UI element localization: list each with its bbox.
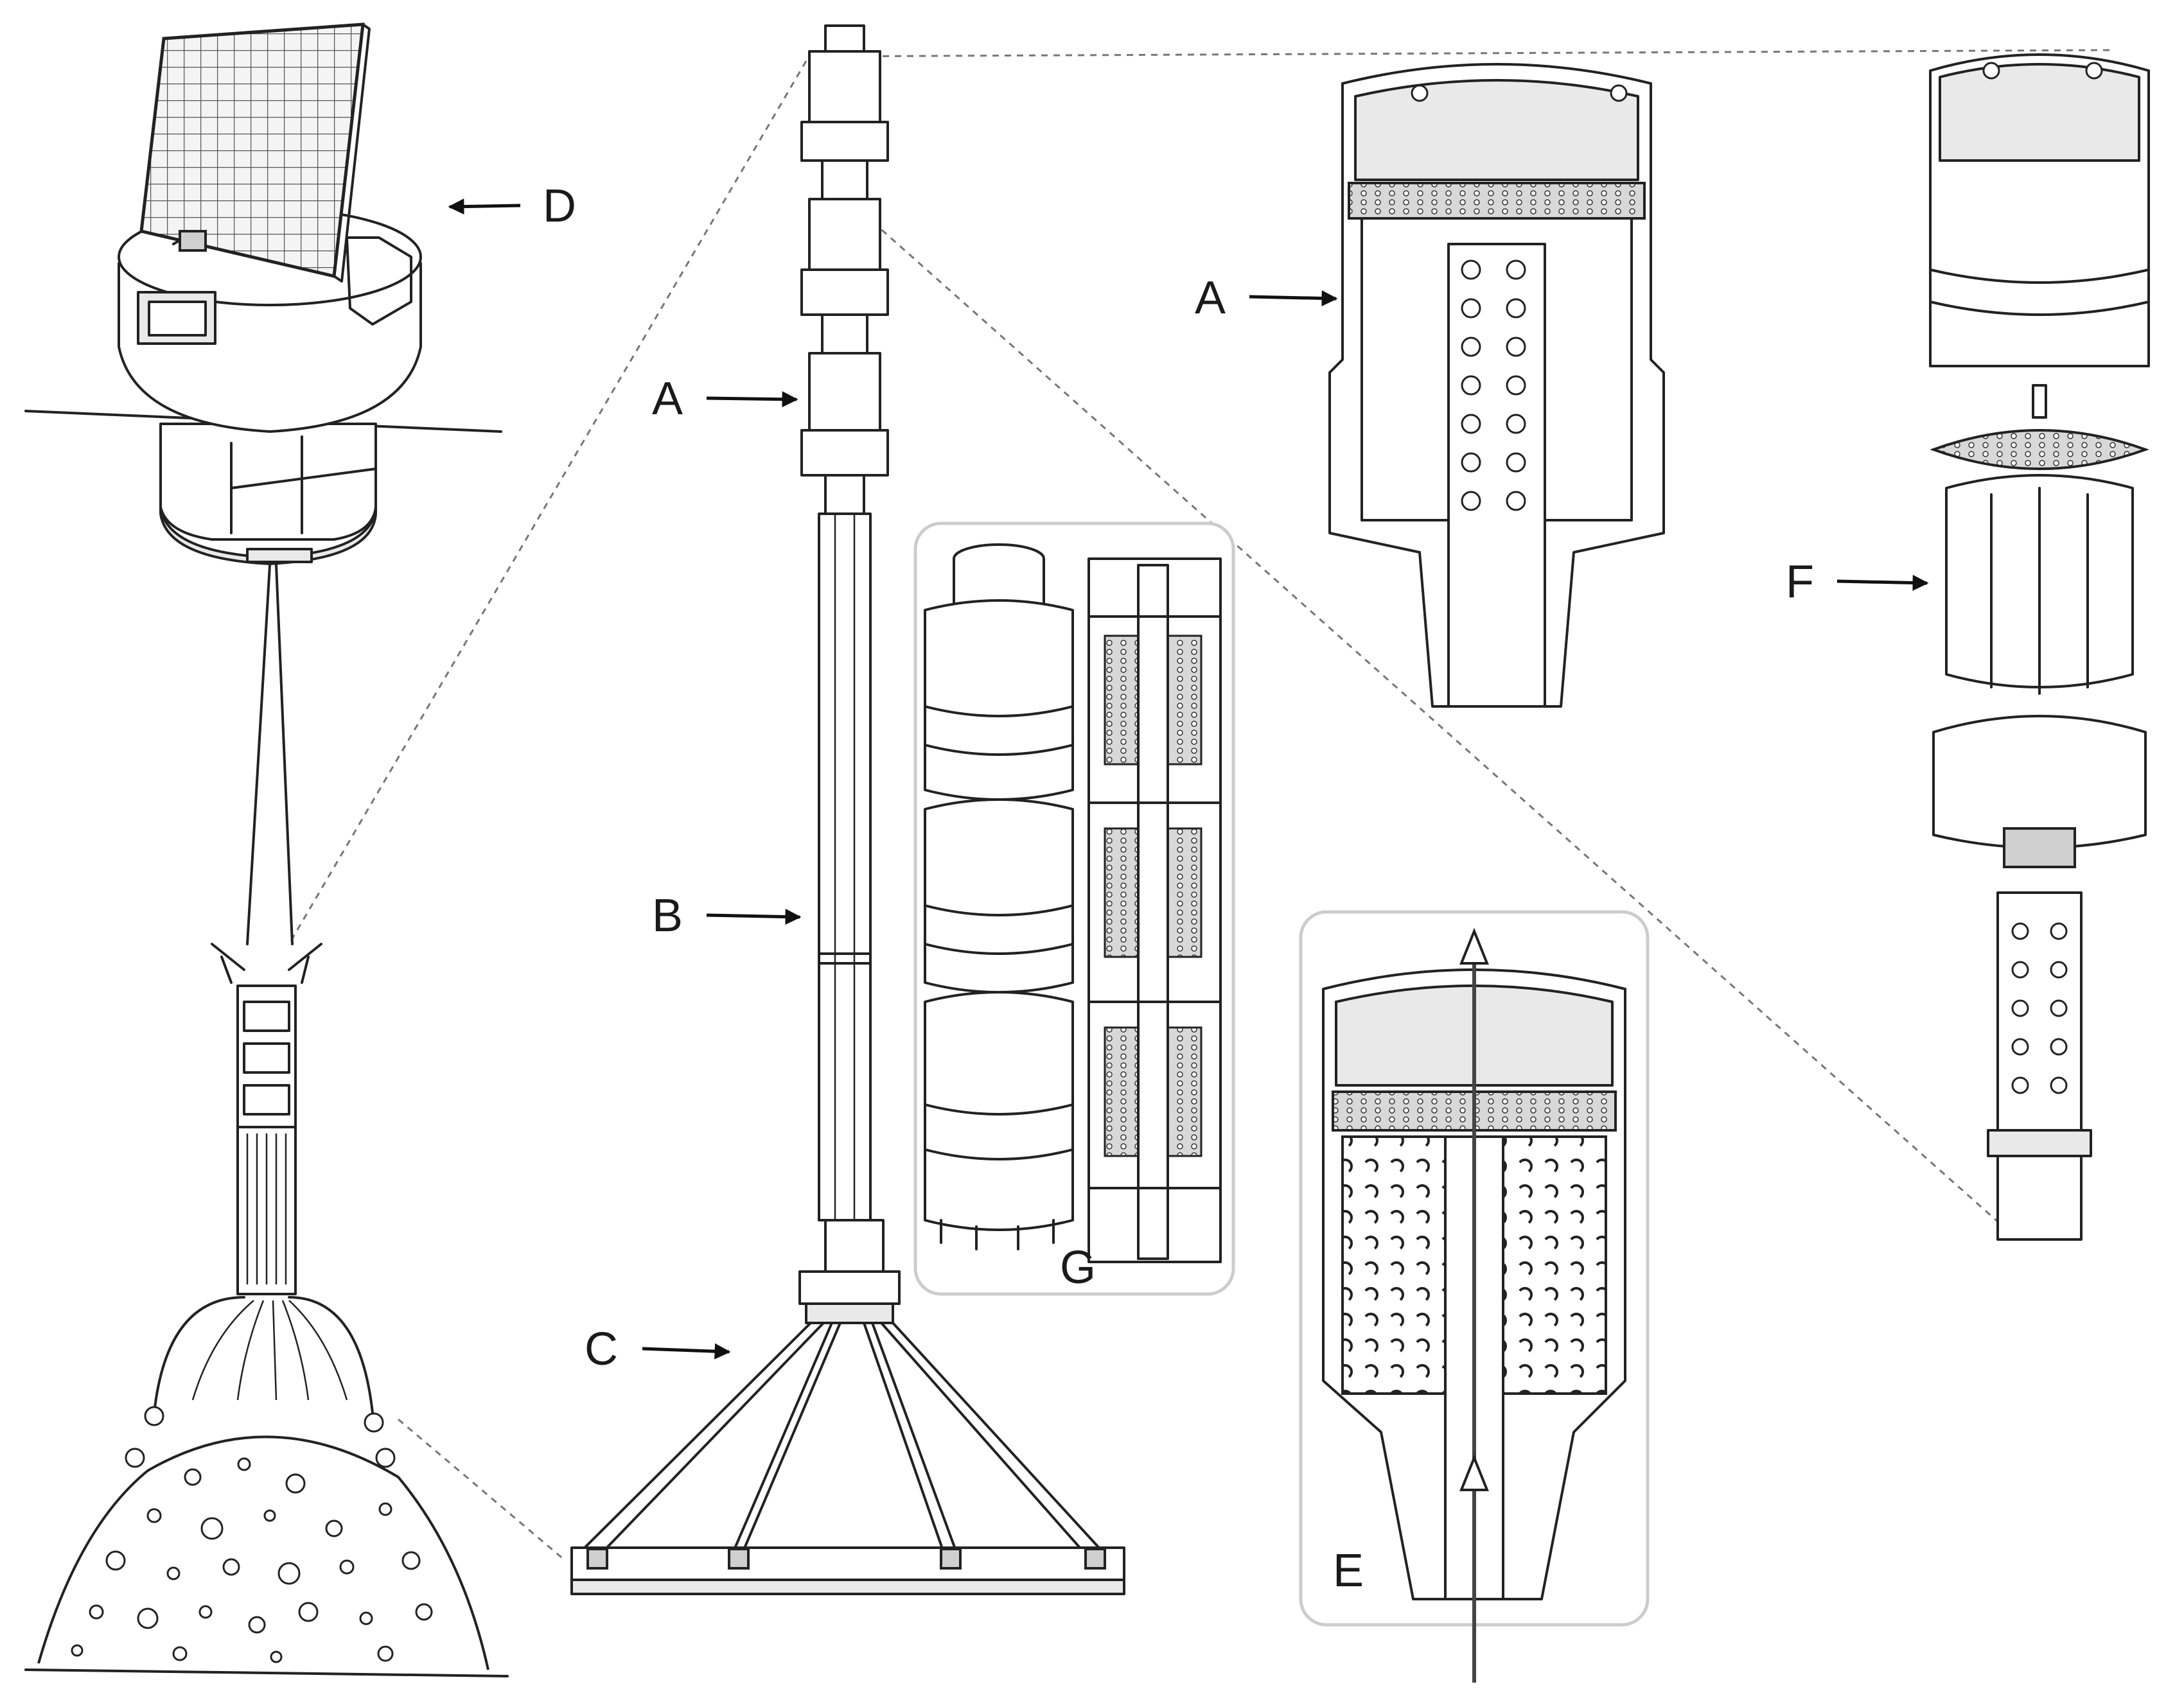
label-d: D (543, 180, 576, 232)
projection-guides (288, 49, 2114, 1562)
label-f: F (1786, 556, 1814, 608)
label-a-detail-callout: A (1195, 272, 1338, 324)
stack-cross-section (1088, 557, 1222, 1263)
label-a-detail: A (1195, 272, 1226, 324)
floating-device-scene (24, 22, 509, 1677)
module-cutaway-a (1328, 63, 1665, 708)
module-exploded-f (1929, 53, 2150, 1241)
panel-g-stack: G (913, 521, 1235, 1296)
label-a-tower-callout: A (652, 373, 798, 424)
label-g: G (1060, 1242, 1096, 1293)
central-tower (570, 24, 1125, 1595)
panel-e-flow: E (1299, 910, 1650, 1683)
label-c-callout: C (585, 1324, 731, 1375)
label-a-tower: A (652, 373, 683, 424)
label-b-callout: B (652, 890, 802, 941)
stack-exterior (924, 543, 1074, 1250)
flow-arrow-icon (1459, 927, 1489, 1683)
solar-panel-icon (139, 22, 371, 283)
label-e: E (1333, 1545, 1364, 1597)
label-f-callout: F (1786, 556, 1929, 608)
label-d-callout: D (448, 180, 576, 232)
label-c: C (585, 1324, 618, 1375)
label-b: B (652, 890, 683, 941)
